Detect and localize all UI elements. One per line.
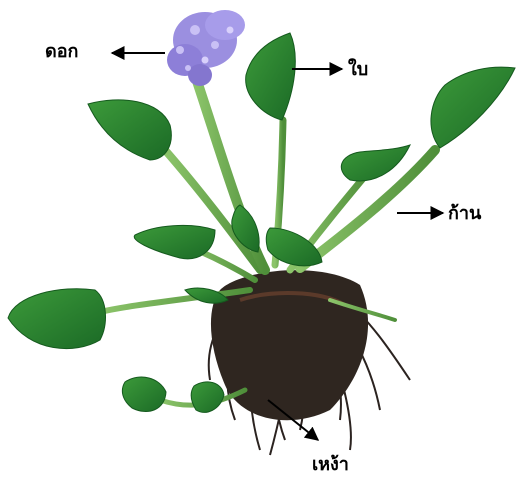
- leaf-mid-left: [134, 225, 215, 258]
- leaf-lower-left: [122, 377, 166, 411]
- leaf-lower-mid: [191, 382, 224, 412]
- leaf-right: [431, 67, 515, 148]
- leaf-mid-right: [341, 145, 410, 181]
- leaf-center-small: [232, 205, 259, 252]
- stem-label: ก้าน: [448, 205, 481, 223]
- leaf-top-center: [246, 33, 296, 120]
- flower-cluster: [167, 10, 245, 86]
- leaf-label: ใบ: [348, 61, 368, 79]
- leaf-top-left: [88, 100, 171, 160]
- flower-label: ดอก: [45, 43, 78, 61]
- leaf-left: [8, 289, 105, 349]
- rhizome-label: เหง้า: [312, 456, 349, 474]
